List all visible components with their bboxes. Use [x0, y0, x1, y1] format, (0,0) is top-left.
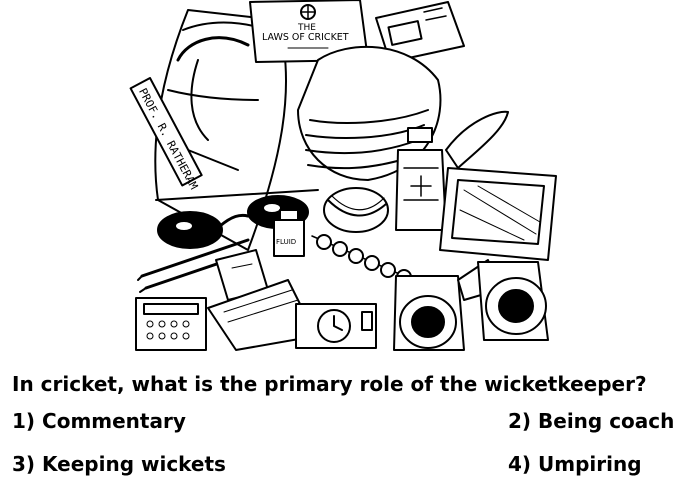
answer-option-4[interactable]: 4) Umpiring — [508, 452, 642, 476]
answer-option-3[interactable]: 3) Keeping wickets — [12, 452, 226, 476]
book-title-line1: THE — [297, 23, 316, 33]
quiz-question: In cricket, what is the primary role of … — [12, 372, 647, 396]
laws-of-cricket-book: THE LAWS OF CRICKET — [249, 0, 369, 63]
answer-option-2[interactable]: 2) Being coach — [508, 409, 675, 433]
bottle-label-text: FLUID — [276, 238, 296, 246]
kit-bag-drawing — [154, 9, 287, 251]
cricket-bag-illustration: PROF. R. RATHERAM THE LAWS OF CRICKET — [128, 0, 568, 352]
cricket-ball — [323, 187, 389, 233]
sandwich-box — [439, 167, 557, 261]
travel-clock — [295, 303, 377, 349]
calculator — [135, 297, 207, 351]
binoculars — [393, 259, 549, 351]
book-title-line2: LAWS OF CRICKET — [262, 32, 349, 43]
answer-option-1[interactable]: 1) Commentary — [12, 409, 186, 433]
banana — [445, 110, 509, 169]
sunscreen-tube: FLUID — [273, 209, 305, 257]
water-bottle — [395, 127, 447, 231]
score-card — [375, 1, 465, 63]
